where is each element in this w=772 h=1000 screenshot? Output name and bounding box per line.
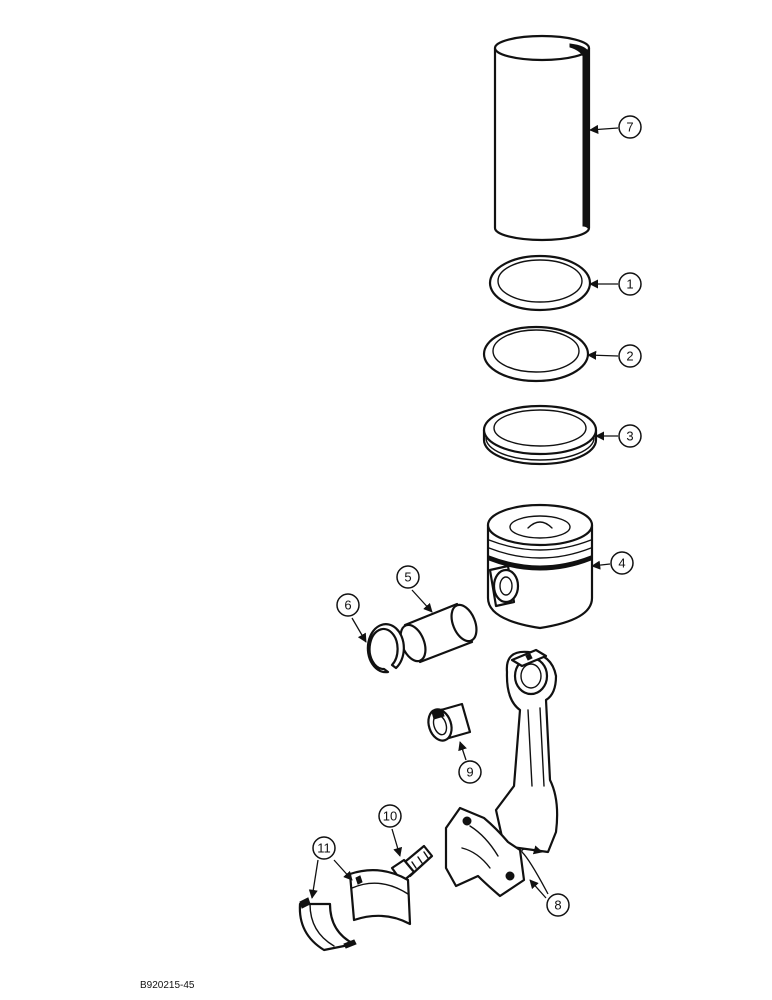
cylinder-sleeve: [493, 34, 591, 242]
callout-11: 11: [312, 836, 336, 860]
connecting-rod: [494, 648, 559, 854]
piston-ring-2: [482, 325, 590, 383]
callout-11-label: 11: [317, 841, 331, 856]
piston-ring-1: [488, 254, 592, 312]
callout-1-label: 1: [626, 277, 633, 292]
callout-9: 9: [458, 760, 482, 784]
leader-lines: [308, 124, 619, 899]
callout-5-label: 5: [404, 570, 411, 585]
piston-pin: [399, 602, 478, 664]
callout-6-label: 6: [344, 598, 351, 613]
callout-3: 3: [618, 424, 642, 448]
callout-7: 7: [618, 115, 642, 139]
callout-7-label: 7: [626, 120, 633, 135]
callout-2: 2: [618, 344, 642, 368]
callout-4-label: 4: [618, 556, 625, 571]
rod-bolt: [390, 844, 434, 884]
callout-5: 5: [396, 565, 420, 589]
callout-1: 1: [618, 272, 642, 296]
callout-9-label: 9: [466, 765, 473, 780]
pin-bushing: [427, 702, 472, 742]
snap-ring: [366, 623, 405, 674]
callout-2-label: 2: [626, 349, 633, 364]
callout-10: 10: [378, 804, 402, 828]
callout-8: 8: [546, 893, 570, 917]
callout-4: 4: [610, 551, 634, 575]
callout-6: 6: [336, 593, 360, 617]
piston: [486, 503, 594, 630]
connecting-rod-cap: [444, 806, 526, 898]
callout-8-label: 8: [554, 898, 561, 913]
rod-bearing-lower: [298, 897, 357, 952]
callout-10-label: 10: [383, 809, 397, 824]
rod-bearing-upper: [348, 869, 412, 926]
piston-ring-3: [482, 404, 598, 466]
figure-id: B920215-45: [140, 980, 195, 991]
callout-3-label: 3: [626, 429, 633, 444]
